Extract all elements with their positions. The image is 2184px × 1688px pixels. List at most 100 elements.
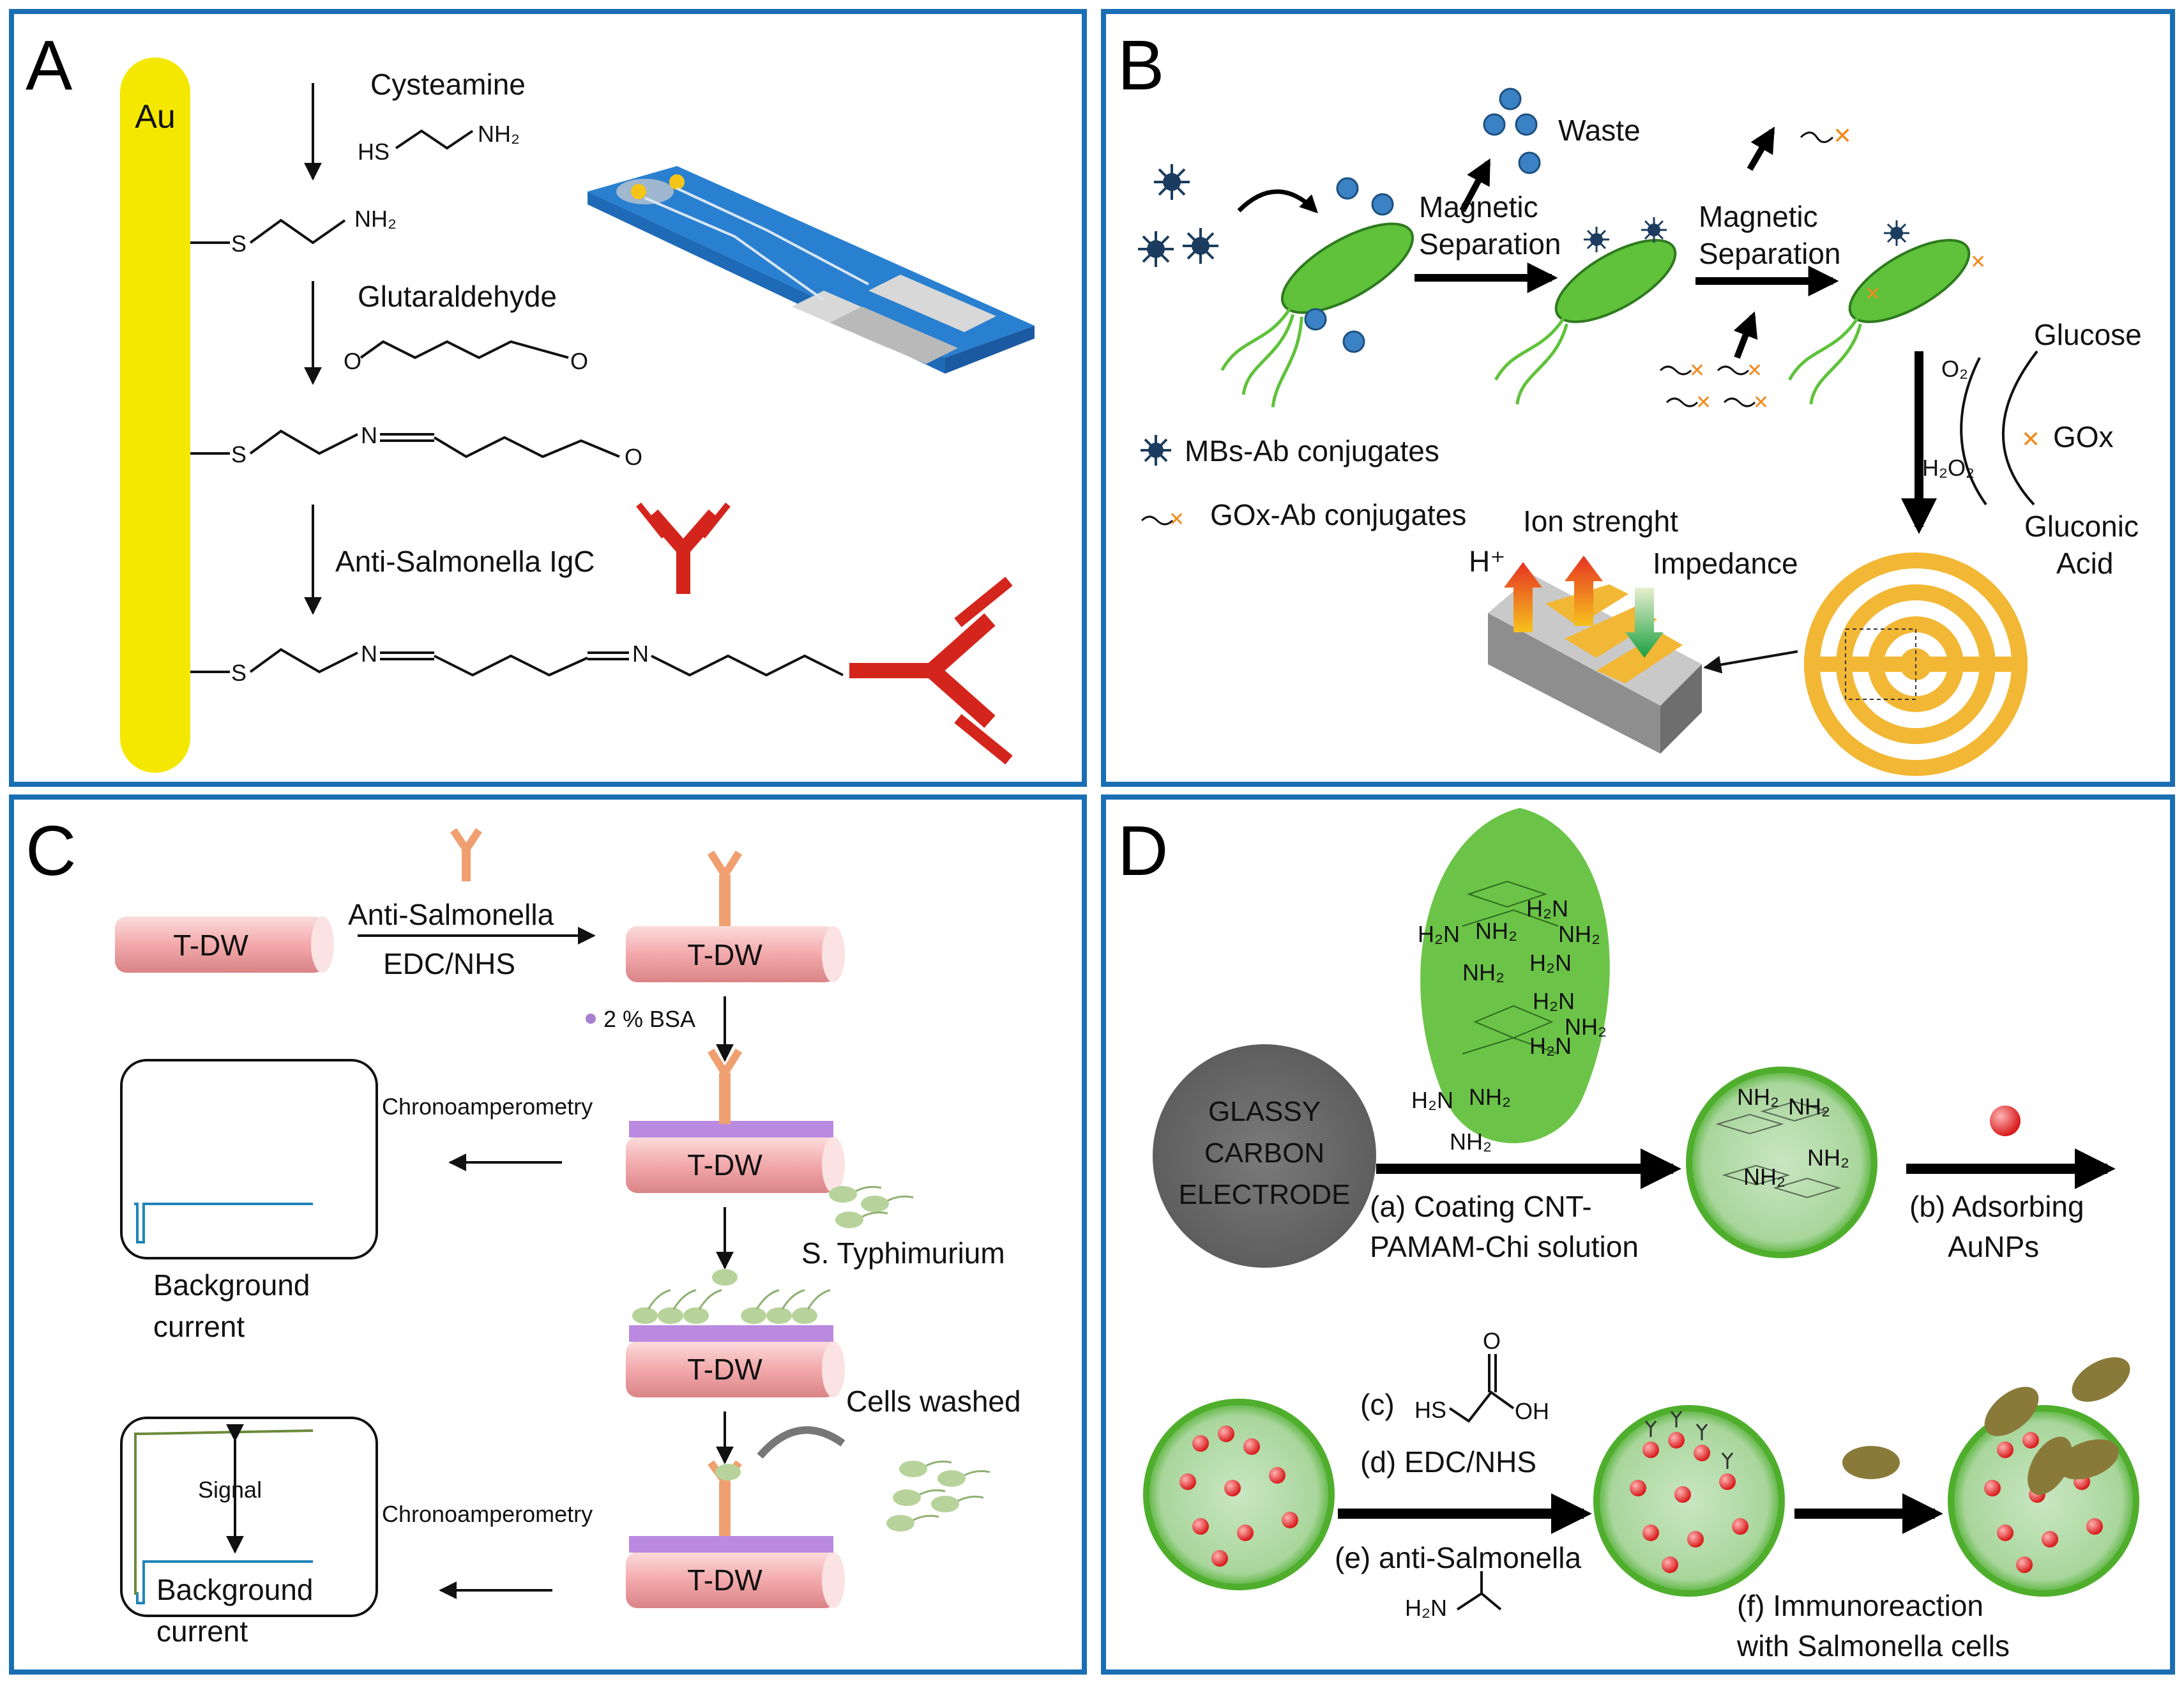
cycle-left [1960,357,1987,506]
bead-1 [1336,177,1359,200]
sep2-line2: Separation [1699,237,1841,270]
waste-bead-4 [1518,151,1541,174]
tdw-ab-antibody [707,850,743,926]
ion-strength-label: Ion strenght [1523,505,1678,538]
tdw-cells [626,1341,837,1397]
bound-mb-1 [1584,227,1609,252]
bg-plot-box [120,1059,378,1259]
hplus-label: H⁺ [1469,545,1506,578]
glucose-label: Glucose [2034,318,2142,351]
hplus-up-arrow [1504,562,1542,632]
antibody-icon-c [450,828,482,881]
gox-waste-chain [1800,132,1834,143]
svg-text:H₂N: H₂N [1529,950,1572,976]
layer3-n1: N [361,641,377,667]
disk-nh2-4: NH₂ [1807,1144,1849,1171]
tdw-bsa-antibody [707,1048,743,1124]
impedance-chip [1488,575,1702,754]
svg-text:NH₂: NH₂ [1469,1084,1511,1110]
zoom-arrow [1703,650,1798,674]
gce-line3: ELECTRODE [1179,1179,1351,1210]
tdw-ab-end [822,926,845,982]
step-b-line1: (b) Adsorbing [1909,1190,2084,1223]
step-a-line1: (a) Coating CNT- [1370,1190,1592,1223]
bacterium-2 [1494,239,1677,405]
bsa-layer-3 [629,1536,833,1553]
svg-text:NH₂: NH₂ [1565,1014,1607,1040]
gox-waste-arrow [1747,126,1775,171]
tdw-bsa-end [822,1137,845,1193]
step-a-line2: PAMAM-Chi solution [1370,1230,1639,1263]
typhimurium-label: S. Typhimurium [801,1236,1005,1270]
tdw-cells-label: T-DW [687,1353,762,1386]
layer1-s: S [231,231,246,257]
step-f-line2: with Salmonella cells [1736,1629,2010,1662]
layer1-nh2: NH₂ [354,206,397,232]
bound-mb-3 [1884,220,1909,246]
o2-label: O₂ [1941,356,1968,382]
svg-text:H₂N: H₂N [1411,1087,1453,1113]
step-c-oh: OH [1515,1398,1549,1424]
gox-conjugates-group: ✕ ✕ ✕ ✕ [1659,360,1769,413]
waste-bead-2 [1515,113,1538,136]
cycle-right [2001,350,2038,506]
layer1-chain [249,218,346,245]
tdw-cells-end [822,1341,845,1397]
bsa-dot [586,1014,596,1024]
legend-gox-chain [1141,515,1174,526]
disk-nh2-1: NH₂ [1737,1084,1779,1110]
tdw-bsa-label: T-DW [687,1148,762,1182]
gluconic-line1: Gluconic [2024,510,2139,543]
cells-washed-label: Cells washed [846,1385,1021,1418]
bound-gox-2-icon: ✕ [1970,252,1986,273]
gce-line1: GLASSY [1208,1096,1321,1127]
cnt-modified-disk [1686,1067,1877,1258]
svg-text:✕: ✕ [1747,360,1763,381]
signal-bg-trace [134,1560,313,1604]
captured-cells-row [632,1269,831,1324]
svg-text:NH₂: NH₂ [1558,921,1600,947]
step-d-label: (d) EDC/NHS [1360,1445,1536,1479]
step3-label: Anti-Salmonella IgC [335,545,595,578]
gox-enzyme-icon: ✕ [2021,426,2040,452]
panel-a-letter: A [26,26,73,105]
svg-text:H₂N: H₂N [1526,895,1568,922]
layer3-chain-c [651,654,844,677]
cysteamine-nh2: NH₂ [478,121,520,147]
aunp-icon [1990,1106,2021,1136]
bg2-line2: current [156,1615,248,1648]
svg-text:✕: ✕ [1689,360,1705,381]
layer3-n2: N [632,641,649,667]
electrode-label: Au [135,98,176,135]
sep1-line2: Separation [1419,227,1561,261]
gluconic-line2: Acid [2056,547,2113,580]
panel-b-letter: B [1118,26,1164,105]
binding-arrow [1237,189,1318,213]
step-c-o: O [1483,1328,1501,1354]
immobilized-antibody [849,577,1013,764]
sep1-line1: Magnetic [1419,190,1538,224]
chrono1-label: Chronoamperometry [382,1093,593,1120]
signal-label: Signal [198,1477,262,1503]
svg-text:H₂N: H₂N [1533,988,1575,1014]
layer2-n: N [361,422,377,448]
signal-trace [134,1429,314,1595]
mbs-conjugate-2 [1138,231,1174,267]
tdw-final-end [822,1552,845,1608]
tdw-bsa [626,1137,837,1193]
disk-nh2-2: NH₂ [1788,1093,1830,1120]
bsa-layer-1 [629,1121,833,1137]
glutaraldehyde-o2: O [570,348,588,374]
bg1-line2: current [153,1310,245,1343]
bg1-line1: Background [153,1268,310,1302]
gold-electrode [120,57,190,773]
sep2-line1: Magnetic [1699,200,1818,233]
panel-c-letter: C [26,812,76,890]
gox-waste-x-icon: ✕ [1833,123,1852,149]
cysteamine-hs: HS [358,139,390,165]
step-c-label: (c) [1360,1388,1395,1421]
panel-d: D GLASSY CARBON ELECTRODE H₂N NH₂ H₂N NH… [1101,795,2175,1675]
bsa-layer-2 [629,1325,833,1342]
mbs-conjugate-3 [1183,228,1218,264]
layer3-s: S [231,660,246,686]
